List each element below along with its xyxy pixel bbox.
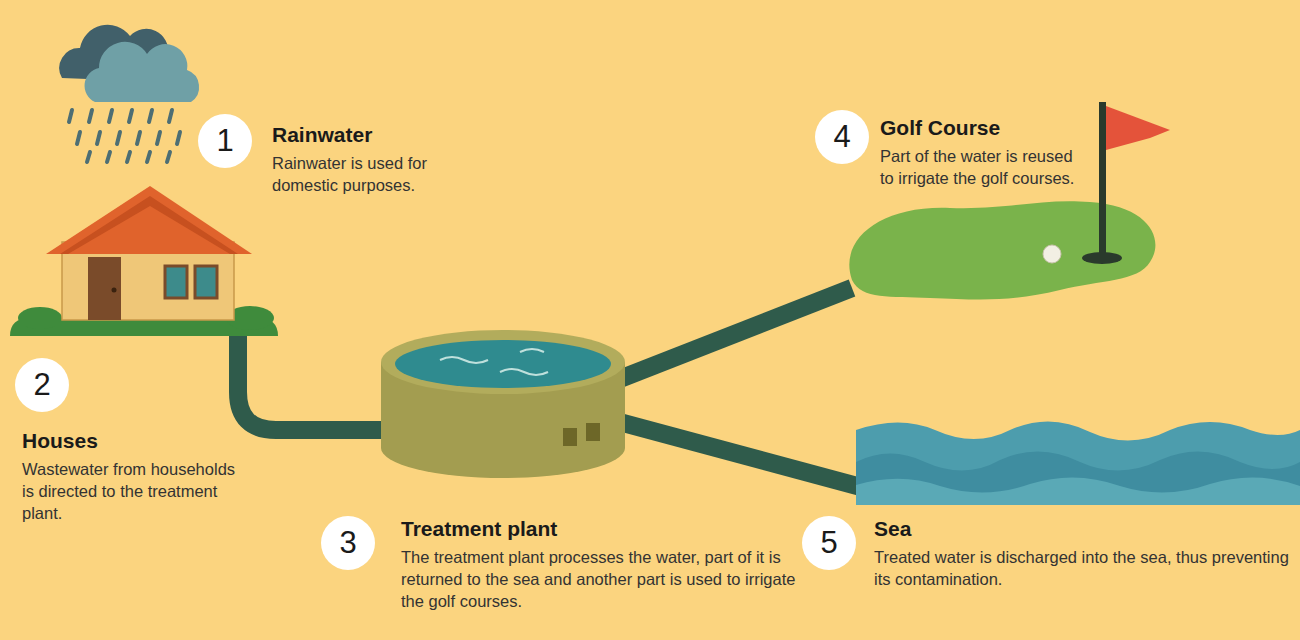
step-description: Wastewater from households is directed t… (22, 458, 247, 524)
step-group: 3 Treatment plantThe treatment plant proc… (321, 516, 821, 612)
step-group: 1 RainwaterRainwater is used for domestic… (198, 114, 477, 196)
callout-number: 2 (15, 358, 69, 412)
step-text: HousesWastewater from households is dire… (22, 428, 247, 524)
callout-number: 1 (198, 114, 252, 168)
golf-course (849, 102, 1170, 300)
callout-number: 3 (321, 516, 375, 570)
step-text: RainwaterRainwater is used for domestic … (272, 114, 477, 196)
step-description: Treated water is discharged into the sea… (874, 546, 1294, 590)
step-heading: Houses (22, 428, 247, 454)
step-description: The treatment plant processes the water,… (401, 546, 821, 612)
step-group: 5 SeaTreated water is discharged into the… (802, 516, 1294, 590)
callout-number: 5 (802, 516, 856, 570)
cloud (59, 25, 199, 102)
callout-number: 4 (815, 110, 869, 164)
step-text: Treatment plantThe treatment plant proce… (401, 516, 821, 612)
step-heading: Golf Course (880, 115, 1085, 141)
step-group: 2HousesWastewater from households is dir… (15, 358, 247, 524)
step-text: Golf CoursePart of the water is reused t… (880, 110, 1085, 189)
step-heading: Rainwater (272, 122, 477, 148)
rain-drops (69, 110, 180, 162)
treatment-tank (381, 330, 625, 478)
house (10, 186, 278, 336)
step-heading: Sea (874, 516, 1294, 542)
pipe (238, 288, 872, 490)
step-description: Rainwater is used for domestic purposes. (272, 152, 477, 196)
step-text: SeaTreated water is discharged into the … (874, 516, 1294, 590)
step-description: Part of the water is reused to irrigate … (880, 145, 1085, 189)
step-heading: Treatment plant (401, 516, 821, 542)
step-group: 4Golf CoursePart of the water is reused … (815, 110, 1085, 189)
sea-waves (856, 421, 1300, 505)
